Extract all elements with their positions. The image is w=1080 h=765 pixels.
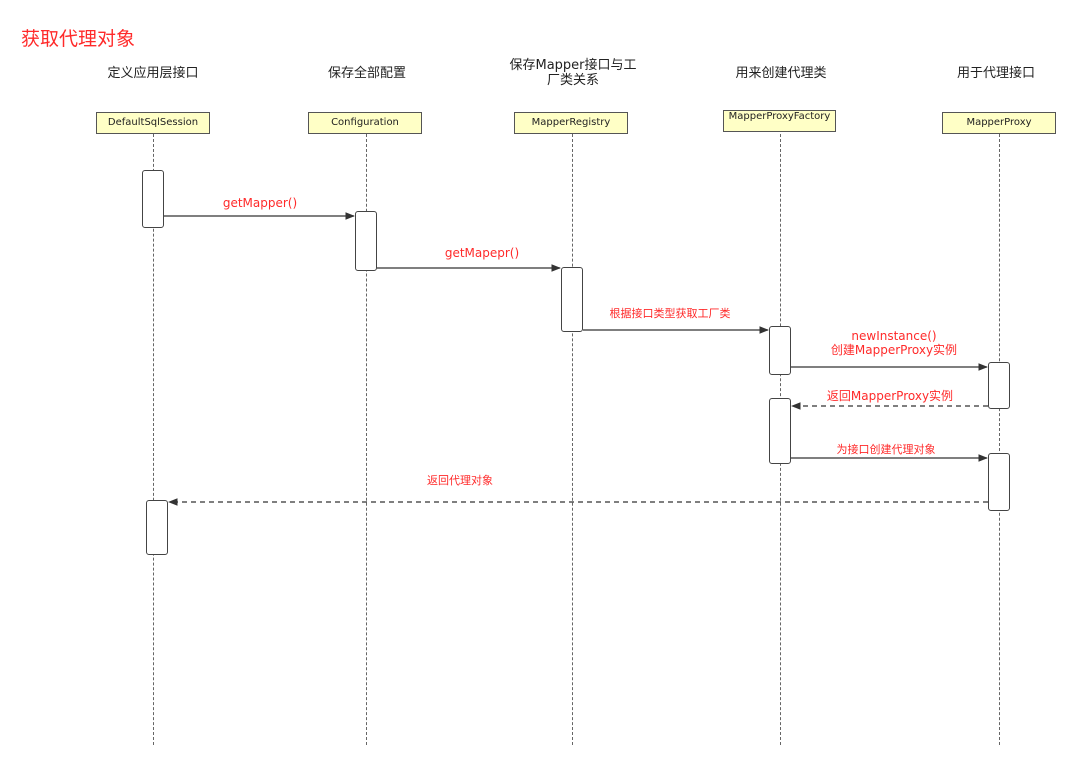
activation-bar xyxy=(769,398,791,464)
participant-role-mapperproxy: 用于代理接口 xyxy=(956,66,1035,81)
lifeline-defaultsqlsession xyxy=(153,134,154,745)
participant-box-mapperregistry: MapperRegistry xyxy=(514,112,628,134)
message-label-return-proxy: 返回代理对象 xyxy=(427,474,493,487)
activation-bar xyxy=(146,500,168,555)
message-label-getmapper: getMapper() xyxy=(222,196,298,210)
activation-bar xyxy=(561,267,583,332)
message-label-new-instance: newInstance() 创建MapperProxy实例 xyxy=(830,329,958,357)
participant-box-defaultsqlsession: DefaultSqlSession xyxy=(96,112,210,134)
activation-bar xyxy=(988,362,1010,409)
diagram-title: 获取代理对象 xyxy=(21,28,136,50)
lifeline-mapperregistry xyxy=(572,134,573,745)
message-label-create-proxy: 为接口创建代理对象 xyxy=(836,443,936,456)
participant-box-configuration: Configuration xyxy=(308,112,422,134)
activation-bar xyxy=(142,170,164,228)
participant-role-defaultsqlsession: 定义应用层接口 xyxy=(107,66,199,81)
participant-role-mapperregistry: 保存Mapper接口与工厂类关系 xyxy=(509,58,637,88)
message-label-return-instance: 返回MapperProxy实例 xyxy=(826,389,954,403)
lifeline-configuration xyxy=(366,134,367,745)
activation-bar xyxy=(769,326,791,375)
message-label-get-factory: 根据接口类型获取工厂类 xyxy=(609,307,731,320)
participant-box-mapperproxy: MapperProxy xyxy=(942,112,1056,134)
participant-role-configuration: 保存全部配置 xyxy=(327,66,406,81)
activation-bar xyxy=(355,211,377,271)
message-label-getmapepr: getMapepr() xyxy=(444,246,520,260)
participant-box-mapperproxyfactory: MapperProxyFactory xyxy=(723,110,836,132)
lifeline-mapperproxy xyxy=(999,134,1000,745)
participant-role-mapperproxyfactory: 用来创建代理类 xyxy=(735,66,827,81)
activation-bar xyxy=(988,453,1010,511)
